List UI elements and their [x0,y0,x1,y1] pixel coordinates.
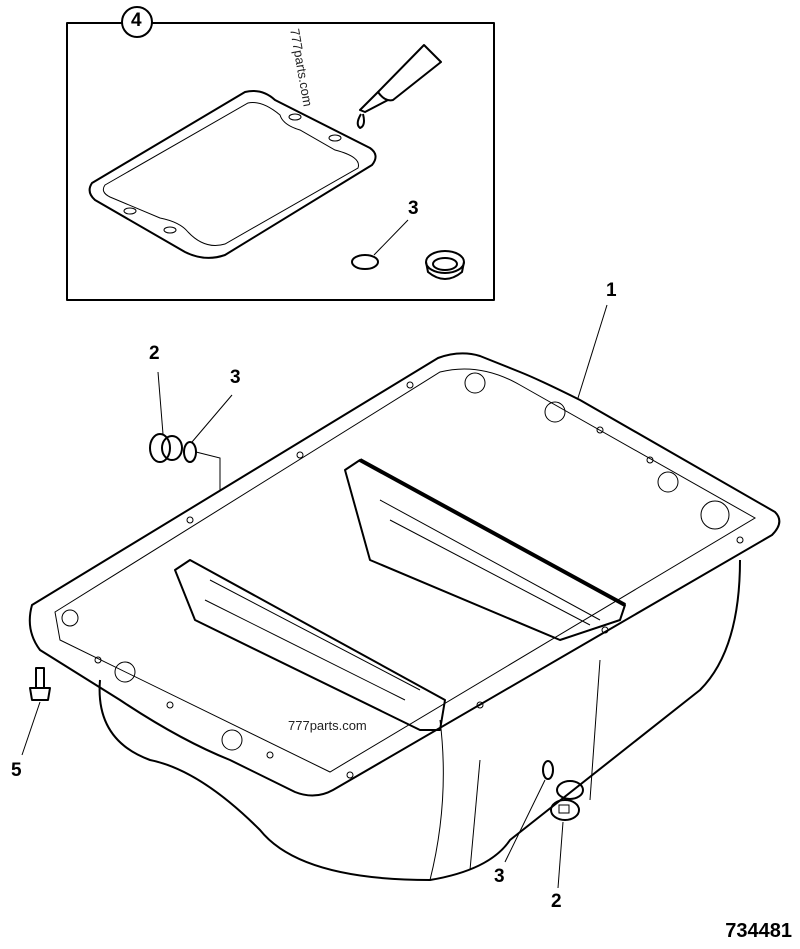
callout-oring-bottom: 3 [494,866,505,887]
callout-bolt: 5 [11,760,22,781]
oring-bottom [542,760,554,780]
kit-seal-ring [425,250,465,280]
callout-oil-pan: 1 [606,280,617,301]
oring-left [183,441,197,463]
callout-oring-left: 3 [230,367,241,388]
sealant-tube-illustration [356,44,442,129]
gasket-illustration [88,90,377,259]
kit-callout: 4 [131,10,142,31]
drain-plug-bottom [550,780,584,821]
bolt-illustration [29,667,51,701]
kit-callout-circle [121,6,153,38]
reference-number: 734481 [725,920,792,942]
callout-plug-bottom: 2 [551,891,562,912]
callout-plug-left: 2 [149,343,160,364]
drain-plug-left [149,433,183,463]
kit-oring [351,254,379,270]
callout-kit-oring: 3 [408,198,419,219]
kit-box [66,22,495,301]
oil-pan-illustration [28,352,781,881]
watermark-main: 777parts.com [288,718,367,733]
